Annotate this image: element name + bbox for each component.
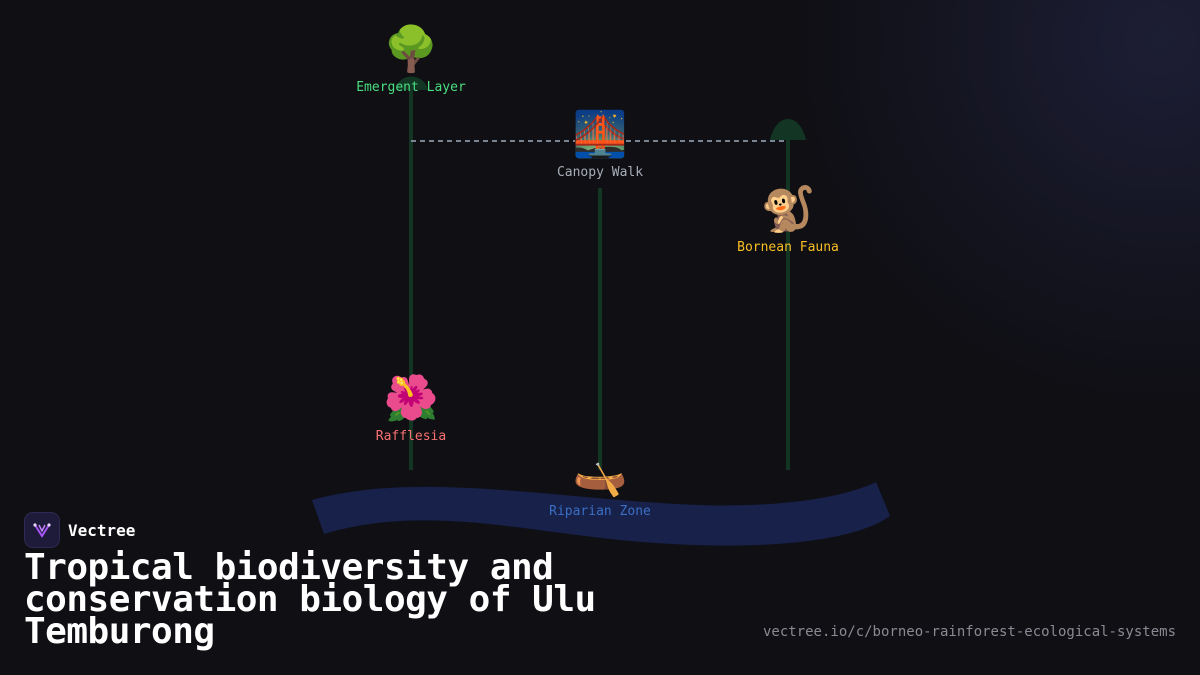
node-label: Bornean Fauna xyxy=(737,240,839,255)
node-bornean-fauna[interactable]: 🐒 Bornean Fauna xyxy=(737,184,839,256)
node-label: Emergent Layer xyxy=(356,80,466,95)
node-riparian-zone[interactable]: 🛶 Riparian Zone xyxy=(549,448,651,520)
brand-name: Vectree xyxy=(68,520,136,540)
node-label: Rafflesia xyxy=(375,429,447,444)
monkey-icon: 🐒 xyxy=(760,184,816,235)
page-url[interactable]: vectree.io/c/borneo-rainforest-ecologica… xyxy=(762,624,1176,640)
canoe-icon: 🛶 xyxy=(572,448,628,499)
node-label: Canopy Walk xyxy=(556,165,644,180)
brand[interactable]: Vectree xyxy=(24,512,135,548)
node-rafflesia[interactable]: 🌺 Rafflesia xyxy=(375,373,447,445)
bridge-at-night-icon: 🌉 xyxy=(572,109,628,160)
tree-icon: 🌳 xyxy=(383,24,439,75)
page-title: Tropical biodiversity and conservation b… xyxy=(24,547,596,652)
node-canopy-walk[interactable]: 🌉 Canopy Walk xyxy=(556,109,644,181)
node-label: Riparian Zone xyxy=(549,504,651,519)
vectree-logo-icon xyxy=(24,512,60,548)
hibiscus-icon: 🌺 xyxy=(383,373,439,424)
node-emergent-layer[interactable]: 🌳 Emergent Layer xyxy=(356,24,466,96)
emergent-crown xyxy=(396,76,428,90)
fauna-crown xyxy=(770,119,806,140)
river-shape xyxy=(312,482,890,546)
